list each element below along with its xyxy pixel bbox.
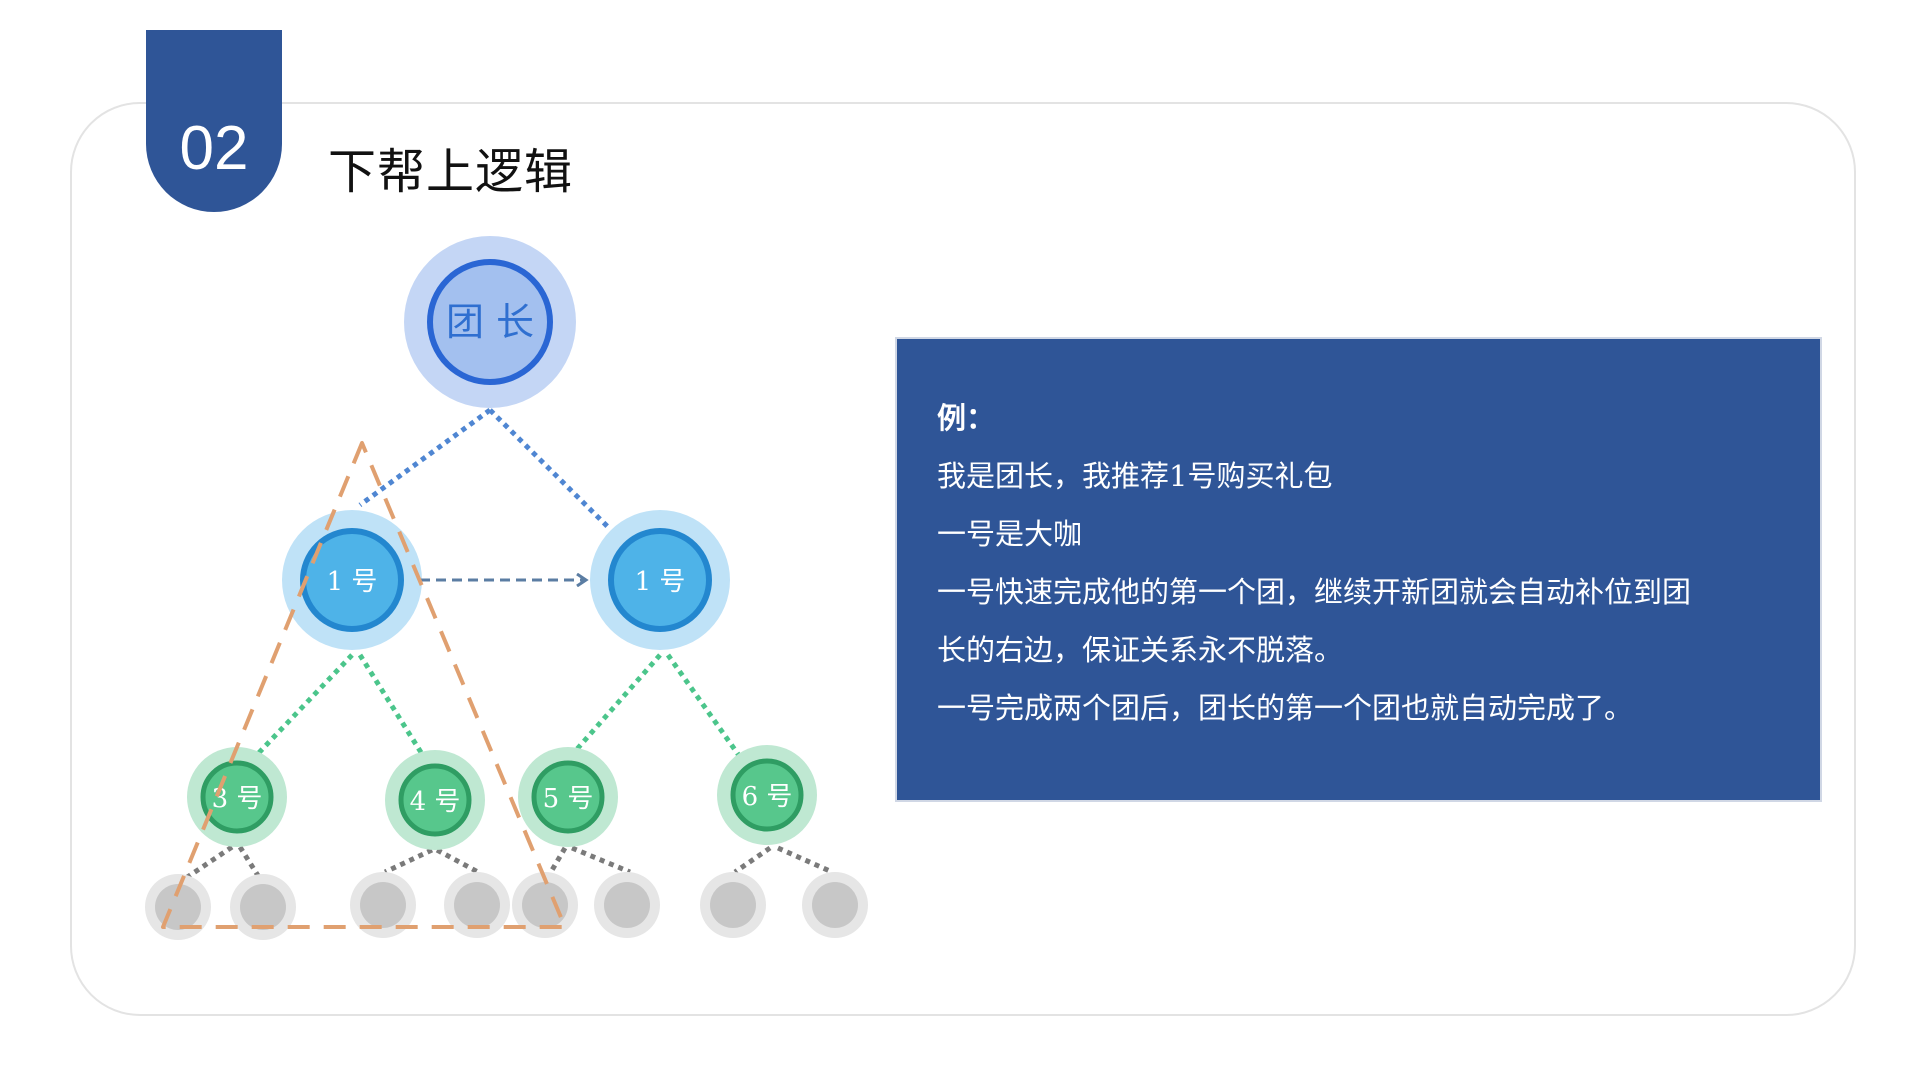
explanation-line-3: 一号快速完成他的第一个团，继续开新团就会自动补位到团 [937,575,1692,609]
connector-node1-left-to-node3 [250,653,354,762]
connector-leader-to-node1-right [488,408,610,529]
leader-label: 团 长 [446,300,534,344]
connector-node1-left-to-node4 [357,653,430,764]
connector-node4-to-leaf4 [435,847,480,875]
leaf-node-5-core [522,882,568,928]
explanation-line-4: 长的右边，保证关系永不脱落。 [937,633,1344,667]
leaf-node-8-core [812,882,858,928]
leaf-node-8 [802,872,868,938]
node5: 5 号 [518,747,618,847]
node6-label: 6 号 [742,782,793,812]
node3: 3 号 [187,747,287,847]
node3-core [200,760,274,834]
explanation-box: 例： 我是团长，我推荐1号购买礼包 一号是大咖 一号快速完成他的第一个团，继续开… [895,337,1822,802]
leaf-node-5 [512,872,578,938]
leaf-nodes [145,872,868,940]
section-number-tab: 02 [146,30,282,212]
leader-node: 团 长 [404,236,576,408]
explanation-line-2: 一号是大咖 [937,517,1083,551]
node1-left-label: 1 号 [327,567,378,597]
connector-node5-to-leaf6 [571,845,631,875]
connector-leader-to-node1-left [358,407,492,508]
explanation-heading: 例： [937,401,996,435]
leaf-node-6-core [604,882,650,928]
section-number: 02 [179,114,249,183]
leaf-node-3-core [360,882,406,928]
node5-label: 5 号 [543,784,594,814]
explanation-line-5: 一号完成两个团后，团长的第一个团也就自动完成了。 [937,691,1634,725]
connector-node6-to-leaf8 [776,845,834,875]
leaf-node-1 [145,874,211,940]
highlight-triangle [161,441,567,929]
node4-core [398,763,472,837]
connector-node1-right-to-node6 [665,653,743,759]
node4-label: 4 号 [410,787,461,817]
node1-left: 1 号 [282,510,422,650]
node1-left-core [300,528,404,632]
connector-node1-right-to-node5 [568,653,662,759]
leader-core [427,259,553,385]
connector-node6-to-leaf7 [733,845,772,875]
leaf-node-7-core [710,882,756,928]
node5-core [531,760,605,834]
explanation-line-1: 我是团长，我推荐1号购买礼包 [937,459,1333,493]
node1-right-label: 1 号 [635,567,686,597]
connector-node4-to-leaf3 [383,847,434,875]
node6: 6 号 [717,745,817,845]
slide-title: 下帮上逻辑 [328,144,574,200]
leaf-node-6 [594,872,660,938]
node6-core [730,758,804,832]
node1-right: 1 号 [590,510,730,650]
leaf-node-2-core [240,884,286,930]
leaf-node-4 [444,872,510,938]
leaf-node-3 [350,872,416,938]
leaf-node-2 [230,874,296,940]
node4: 4 号 [385,750,485,850]
node1-right-core [608,528,712,632]
leaf-node-7 [700,872,766,938]
leaf-node-4-core [454,882,500,928]
